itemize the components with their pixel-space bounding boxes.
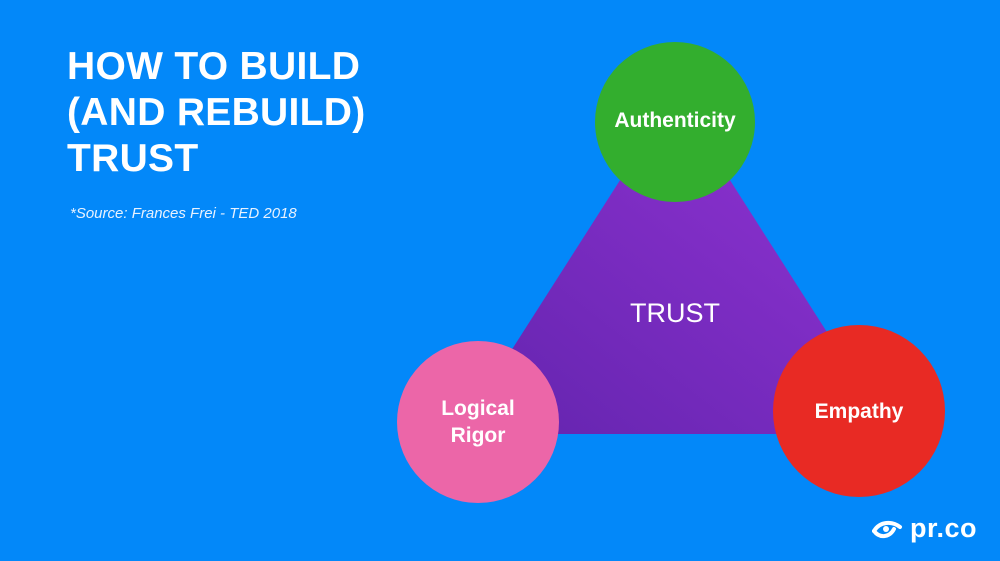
title-line: HOW TO BUILD xyxy=(67,45,361,88)
trust-label: TRUST xyxy=(630,298,720,328)
eye-logo-icon xyxy=(872,520,902,538)
node-label: Empathy xyxy=(815,400,904,423)
page-title: HOW TO BUILD (AND REBUILD) TRUST xyxy=(67,44,366,182)
source-citation: *Source: Frances Frei - TED 2018 xyxy=(70,205,297,222)
prco-logo: pr.co xyxy=(872,513,977,544)
trust-triangle xyxy=(458,94,892,434)
title-line: (AND REBUILD) xyxy=(67,91,366,134)
logo-text: pr.co xyxy=(910,513,978,543)
node-logical-rigor: Logical Rigor xyxy=(397,341,559,503)
node-authenticity: Authenticity xyxy=(595,42,755,202)
node-label: Logical xyxy=(441,397,515,420)
node-label: Authenticity xyxy=(614,109,736,132)
title-line: TRUST xyxy=(67,137,199,180)
node-label: Rigor xyxy=(451,424,506,447)
node-empathy: Empathy xyxy=(773,325,945,497)
